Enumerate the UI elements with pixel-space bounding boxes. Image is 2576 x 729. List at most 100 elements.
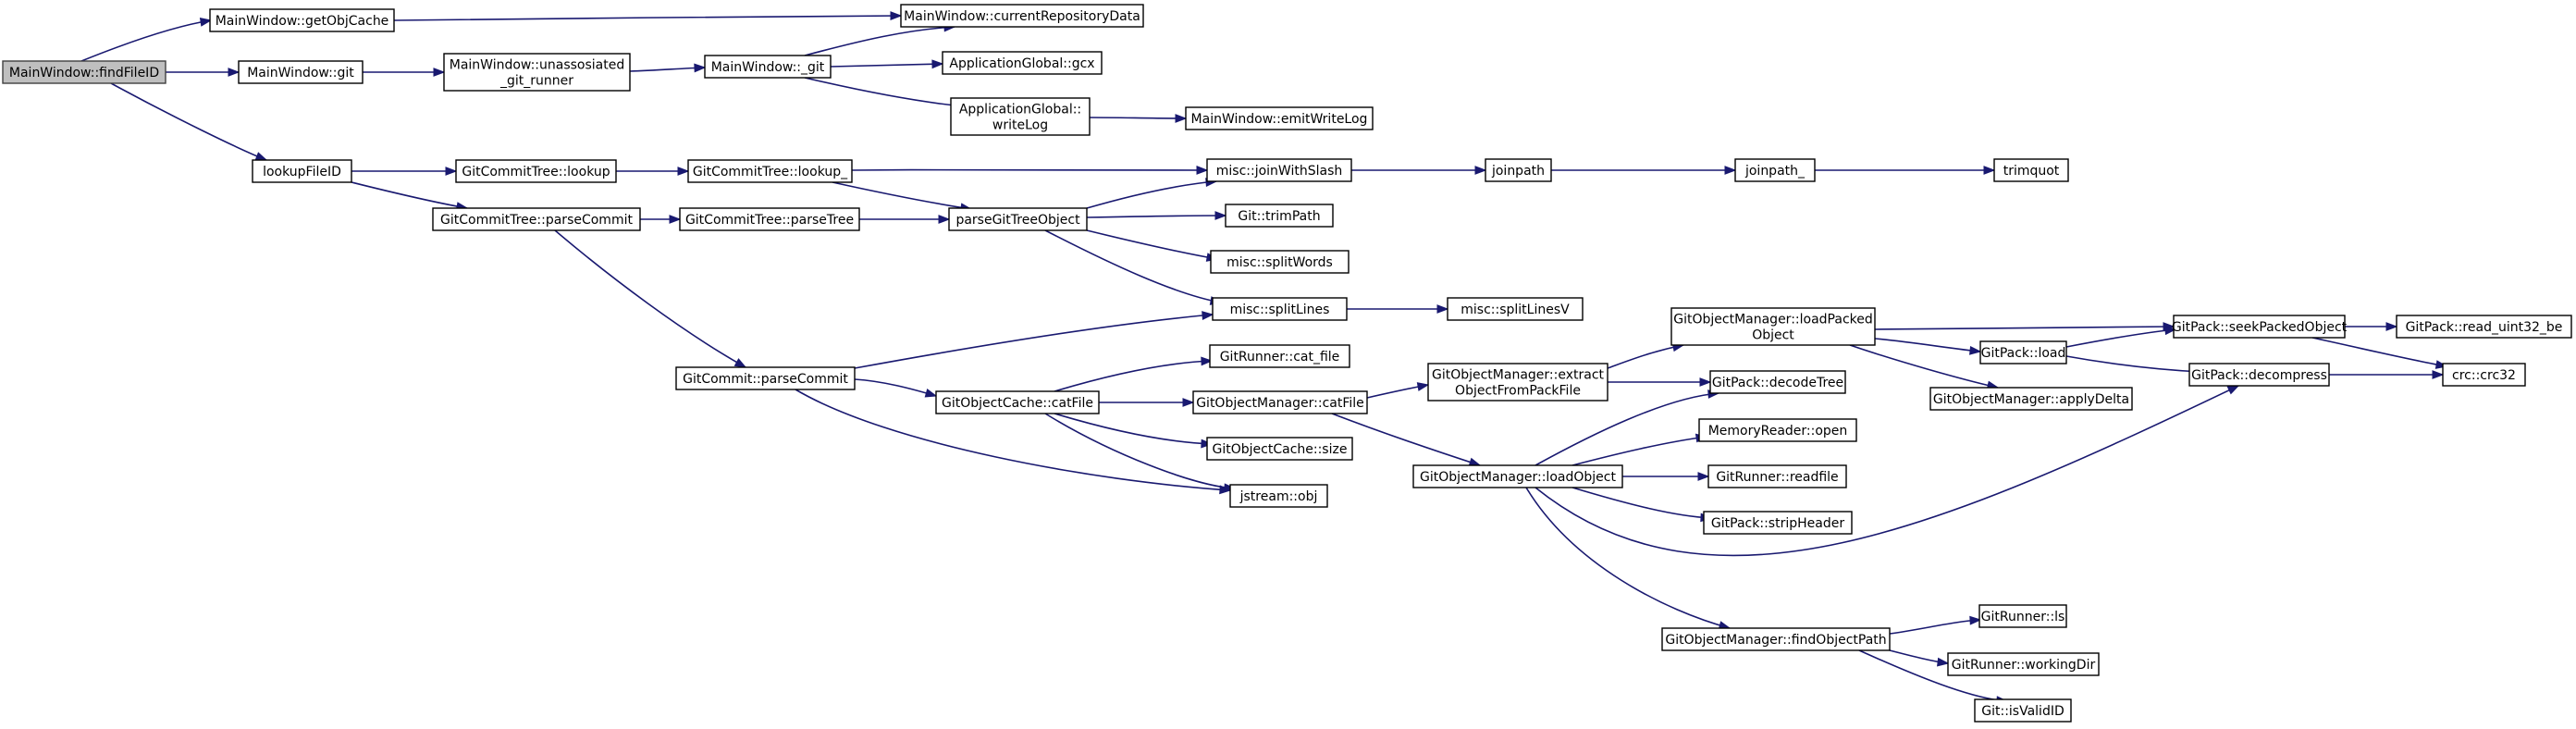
edge-arrowhead: [924, 388, 938, 398]
node-mrOpen[interactable]: MemoryReader::open: [1698, 418, 1857, 442]
edge-line: [351, 181, 468, 209]
edge-line: [1607, 344, 1684, 369]
edge-line: [80, 19, 212, 62]
node-decompress[interactable]: GitPack::decompress: [2188, 363, 2330, 387]
node-box: [1210, 250, 1350, 274]
node-findObjectPath[interactable]: GitObjectManager::findObjectPath: [1661, 627, 1891, 651]
edge-line: [1089, 117, 1187, 119]
edge-findFileID-to-lookupFileID: [110, 82, 268, 161]
node-grCatFile[interactable]: GitRunner::cat_file: [1209, 344, 1350, 368]
node-writeLog[interactable]: ApplicationGlobal::writeLog: [950, 97, 1091, 136]
node-box: [1707, 464, 1847, 488]
node-trimPath[interactable]: Git::trimPath: [1225, 204, 1334, 228]
node-box: [950, 97, 1091, 136]
edge-arrowhead: [1436, 304, 1449, 314]
edge-arrowhead: [694, 63, 707, 73]
edge-arrowhead: [445, 167, 458, 176]
node-gpLoad[interactable]: GitPack::load: [1979, 340, 2067, 364]
node-gcParseCommit[interactable]: GitCommit::parseCommit: [675, 366, 856, 390]
edge-line: [804, 26, 955, 56]
node-label: MainWindow::getObjCache: [216, 14, 389, 29]
node-splitWords[interactable]: misc::splitWords: [1210, 250, 1350, 274]
node-findFileID[interactable]: MainWindow::findFileID: [2, 60, 166, 84]
edge-line: [830, 63, 943, 68]
edge-arrowhead: [1697, 472, 1710, 481]
node-trimquot[interactable]: trimquot: [1993, 158, 2069, 182]
node-label: Object: [1752, 328, 1794, 343]
node-gcx[interactable]: ApplicationGlobal::gcx: [942, 51, 1103, 75]
node-gocSize[interactable]: GitObjectCache::size: [1206, 437, 1353, 461]
node-joinWithSlash[interactable]: misc::joinWithSlash: [1206, 158, 1352, 182]
node-gomCatFile[interactable]: GitObjectManager::catFile: [1192, 390, 1368, 414]
edge-joinpath-to-joinpath_: [1551, 166, 1737, 175]
node-label: GitObjectCache::size: [1213, 442, 1348, 457]
edge-parseGitTreeObject-to-joinWithSlash: [1086, 178, 1218, 209]
node-box: [2188, 363, 2330, 387]
node-gctParseCommit[interactable]: GitCommitTree::parseCommit: [432, 207, 641, 231]
edge-loadObject-to-mrOpen: [1571, 433, 1708, 466]
node-unassosiated[interactable]: MainWindow::unassosiated_git_runner: [443, 53, 631, 92]
node-gocCatFile[interactable]: GitObjectCache::catFile: [935, 390, 1100, 414]
node-label: misc::splitLinesV: [1461, 303, 1570, 317]
node-gctLookup_[interactable]: GitCommitTree::lookup_: [687, 159, 853, 183]
edge-loadObject-to-findObjectPath: [1525, 487, 1732, 630]
edge-arrowhead: [1214, 211, 1227, 220]
node-box: [1192, 390, 1368, 414]
node-readfile[interactable]: GitRunner::readfile: [1707, 464, 1847, 488]
edge-line: [804, 77, 965, 107]
node-readUint32[interactable]: GitPack::read_uint32_be: [2396, 315, 2572, 339]
node-currentRepositoryData[interactable]: MainWindow::currentRepositoryData: [900, 4, 1144, 28]
edge-loadObject-to-stripHeader: [1571, 487, 1713, 523]
node-label: GitRunner::cat_file: [1220, 350, 1340, 364]
node-stripHeader[interactable]: GitPack::stripHeader: [1703, 511, 1853, 535]
edge-arrowhead: [1724, 166, 1737, 175]
edge-getObjCache-to-currentRepositoryData: [393, 11, 903, 21]
node-label: GitObjectManager::loadPacked: [1673, 313, 1873, 327]
edge-findObjectPath-to-workingDir: [1889, 649, 1950, 667]
node-label: GitObjectManager::loadObject: [1420, 470, 1616, 485]
edge-line: [1054, 360, 1213, 392]
edge-findObjectPath-to-grLs: [1889, 615, 1982, 635]
node-lookupFileID[interactable]: lookupFileID: [252, 159, 352, 183]
edge-arrowhead: [938, 215, 951, 224]
node-parseGitTreeObject[interactable]: parseGitTreeObject: [948, 207, 1088, 231]
edge-mw_git-to-gcx: [830, 59, 944, 69]
edge-gctParseTree-to-parseGitTreeObject: [859, 215, 951, 224]
node-extractObject[interactable]: GitObjectManager::extractObjectFromPackF…: [1427, 363, 1608, 402]
node-box: [1447, 297, 1584, 321]
edge-joinpath_-to-trimquot: [1815, 166, 1996, 175]
node-decodeTree[interactable]: GitPack::decodeTree: [1709, 370, 1846, 394]
node-mw_git[interactable]: MainWindow::_git: [704, 55, 832, 79]
node-joinpath[interactable]: joinpath: [1485, 158, 1552, 182]
edge-arrowhead: [1201, 356, 1214, 366]
node-label: GitObjectCache::catFile: [942, 396, 1093, 411]
node-applyDelta[interactable]: GitObjectManager::applyDelta: [1929, 387, 2133, 411]
node-isValidID[interactable]: Git::isValidID: [1974, 698, 2072, 723]
node-seekPacked[interactable]: GitPack::seekPackedObject: [2172, 315, 2348, 339]
node-splitLinesV[interactable]: misc::splitLinesV: [1447, 297, 1584, 321]
node-gctLookup[interactable]: GitCommitTree::lookup: [455, 159, 617, 183]
node-joinpath_[interactable]: joinpath_: [1734, 158, 1816, 182]
node-label: lookupFileID: [263, 165, 341, 179]
node-box: [2396, 315, 2572, 339]
node-splitLines[interactable]: misc::splitLines: [1212, 297, 1348, 321]
node-label: trimquot: [2003, 164, 2060, 179]
node-workingDir[interactable]: GitRunner::workingDir: [1947, 652, 2100, 676]
node-box: [1229, 484, 1328, 508]
node-box: [1993, 158, 2069, 182]
node-emitWriteLog[interactable]: MainWindow::emitWriteLog: [1185, 106, 1374, 130]
node-loadObject[interactable]: GitObjectManager::loadObject: [1412, 464, 1623, 488]
node-jstreamObj[interactable]: jstream::obj: [1229, 484, 1328, 508]
edge-line: [2311, 337, 2447, 367]
node-box: [238, 60, 364, 84]
node-getObjCache[interactable]: MainWindow::getObjCache: [209, 8, 395, 32]
edge-gocCatFile-to-grCatFile: [1054, 356, 1214, 392]
node-mwgit[interactable]: MainWindow::git: [238, 60, 364, 84]
node-gctParseTree[interactable]: GitCommitTree::parseTree: [679, 207, 860, 231]
edge-line: [629, 67, 706, 72]
node-box: [1185, 106, 1374, 130]
node-grLs[interactable]: GitRunner::ls: [1978, 604, 2067, 628]
edge-arrowhead: [931, 59, 944, 69]
node-crc32[interactable]: crc::crc32: [2442, 363, 2526, 387]
